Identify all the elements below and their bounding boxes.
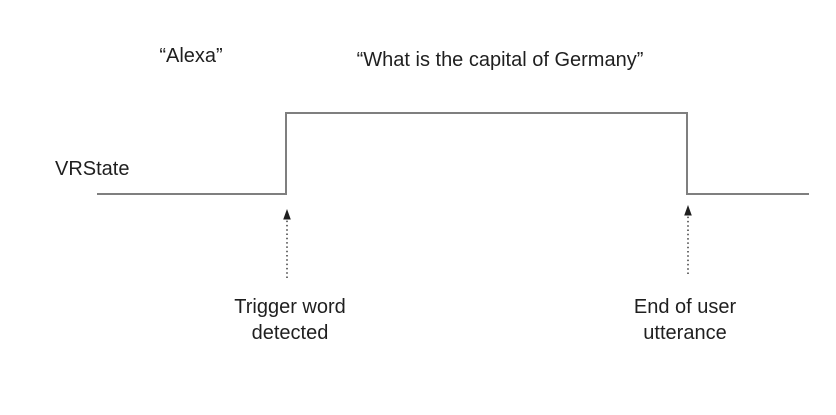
query-utterance-label: “What is the capital of Germany” (356, 49, 644, 71)
signal-name-label: VRState (55, 158, 130, 180)
end-utterance-arrow (684, 205, 692, 274)
trigger-detected-annotation: Trigger word detected (234, 296, 346, 344)
vrstate-signal-waveform (97, 112, 809, 195)
end-utterance-annotation: End of user utterance (633, 296, 737, 344)
end-arrow-up-icon (684, 205, 692, 216)
trigger-utterance-label: “Alexa” (159, 45, 223, 67)
trigger-word-arrow (283, 209, 291, 278)
trigger-arrow-up-icon (283, 209, 291, 220)
